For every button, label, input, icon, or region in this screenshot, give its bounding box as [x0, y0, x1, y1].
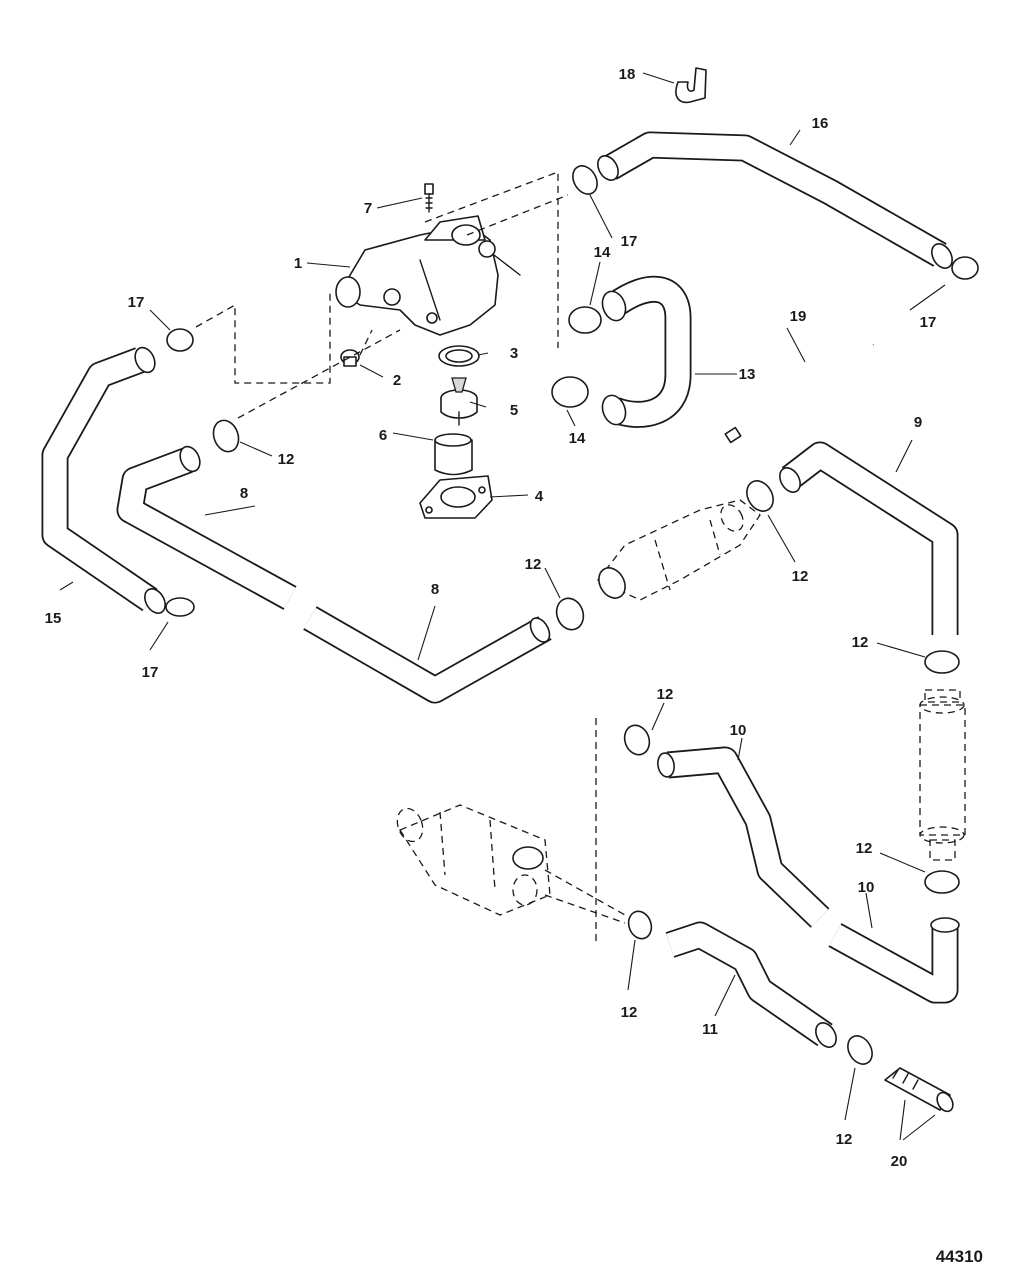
heat-exchanger [396, 804, 551, 916]
clamp-12-c [746, 480, 774, 512]
callout-8-a: 8 [240, 485, 248, 502]
callout-13: 13 [739, 366, 756, 383]
hose-11 [665, 921, 837, 1048]
callout-14-a: 14 [594, 244, 611, 261]
clamp-12-a [212, 419, 240, 453]
clamp-12-e [623, 724, 651, 756]
clamp-14-b [551, 376, 589, 408]
gasket-4 [419, 475, 493, 519]
sleeve-6 [434, 433, 473, 476]
gasket-3 [438, 345, 480, 367]
clamp-12-d [924, 650, 960, 674]
callout-2: 2 [393, 372, 401, 389]
plug-2 [340, 349, 360, 367]
callout-12-h: 12 [836, 1131, 853, 1148]
thermostat-housing [335, 215, 499, 336]
clamp-17-b [951, 256, 979, 280]
fuel-cooler-upper [596, 499, 761, 601]
hose-clip-18 [675, 67, 707, 104]
clamp-17-a [572, 165, 598, 195]
callout-4: 4 [535, 488, 544, 505]
hose-8-upper [116, 445, 297, 610]
clamp-12-g [627, 910, 653, 940]
clamp-14-a [568, 306, 602, 334]
callout-6: 6 [379, 427, 387, 444]
callout-12-e: 12 [657, 686, 674, 703]
leader-lines [59, 72, 946, 1141]
callout-20: 20 [891, 1153, 908, 1170]
callout-17-d: 17 [142, 664, 159, 681]
hose-10-upper [657, 746, 830, 928]
callout-12-g: 12 [621, 1004, 638, 1021]
callout-7: 7 [364, 200, 372, 217]
callout-15: 15 [45, 610, 62, 627]
callout-9: 9 [914, 414, 922, 431]
callout-1: 1 [294, 255, 302, 272]
elbow-fitting [478, 240, 521, 276]
callout-17-b: 17 [920, 314, 937, 331]
clamp-12-h [847, 1035, 873, 1065]
clamp-12-f [924, 870, 960, 894]
callout-16: 16 [812, 115, 829, 132]
callout-3: 3 [510, 345, 518, 362]
cable-tie-19 [724, 342, 875, 444]
clamp-17-c [166, 328, 194, 352]
callout-10-a: 10 [730, 722, 747, 739]
cooler-vertical [919, 689, 966, 861]
clamp-17-d [165, 597, 195, 617]
callout-18: 18 [619, 66, 636, 83]
callout-17-c: 17 [128, 294, 145, 311]
hose-10-lower [828, 917, 960, 1004]
callout-8-b: 8 [431, 581, 439, 598]
bolt-7 [424, 183, 434, 213]
hose-16 [597, 131, 953, 269]
callout-17-a: 17 [621, 233, 638, 250]
hose-8-lower [303, 606, 552, 704]
callout-10-b: 10 [858, 879, 875, 896]
callout-12-a: 12 [278, 451, 295, 468]
callout-19: 19 [790, 308, 807, 325]
routing-lines [195, 171, 626, 942]
hose-9 [779, 441, 959, 635]
thermostat-5 [440, 377, 478, 426]
clamp-12-b [555, 597, 585, 631]
callout-12-f: 12 [856, 840, 873, 857]
clamps [165, 165, 979, 1065]
callout-14-b: 14 [569, 430, 586, 447]
callout-12-b: 12 [525, 556, 542, 573]
hose-15 [41, 346, 166, 614]
fitting-20 [884, 1067, 954, 1113]
callout-12-c: 12 [792, 568, 809, 585]
callout-5: 5 [510, 402, 518, 419]
hose-13 [601, 275, 692, 428]
callout-12-d: 12 [852, 634, 869, 651]
callout-11: 11 [702, 1021, 718, 1038]
figure-number: 44310 [936, 1247, 983, 1266]
callout-labels: 18 16 7 1 17 14 17 17 19 3 13 2 5 12 6 1… [45, 66, 937, 1170]
